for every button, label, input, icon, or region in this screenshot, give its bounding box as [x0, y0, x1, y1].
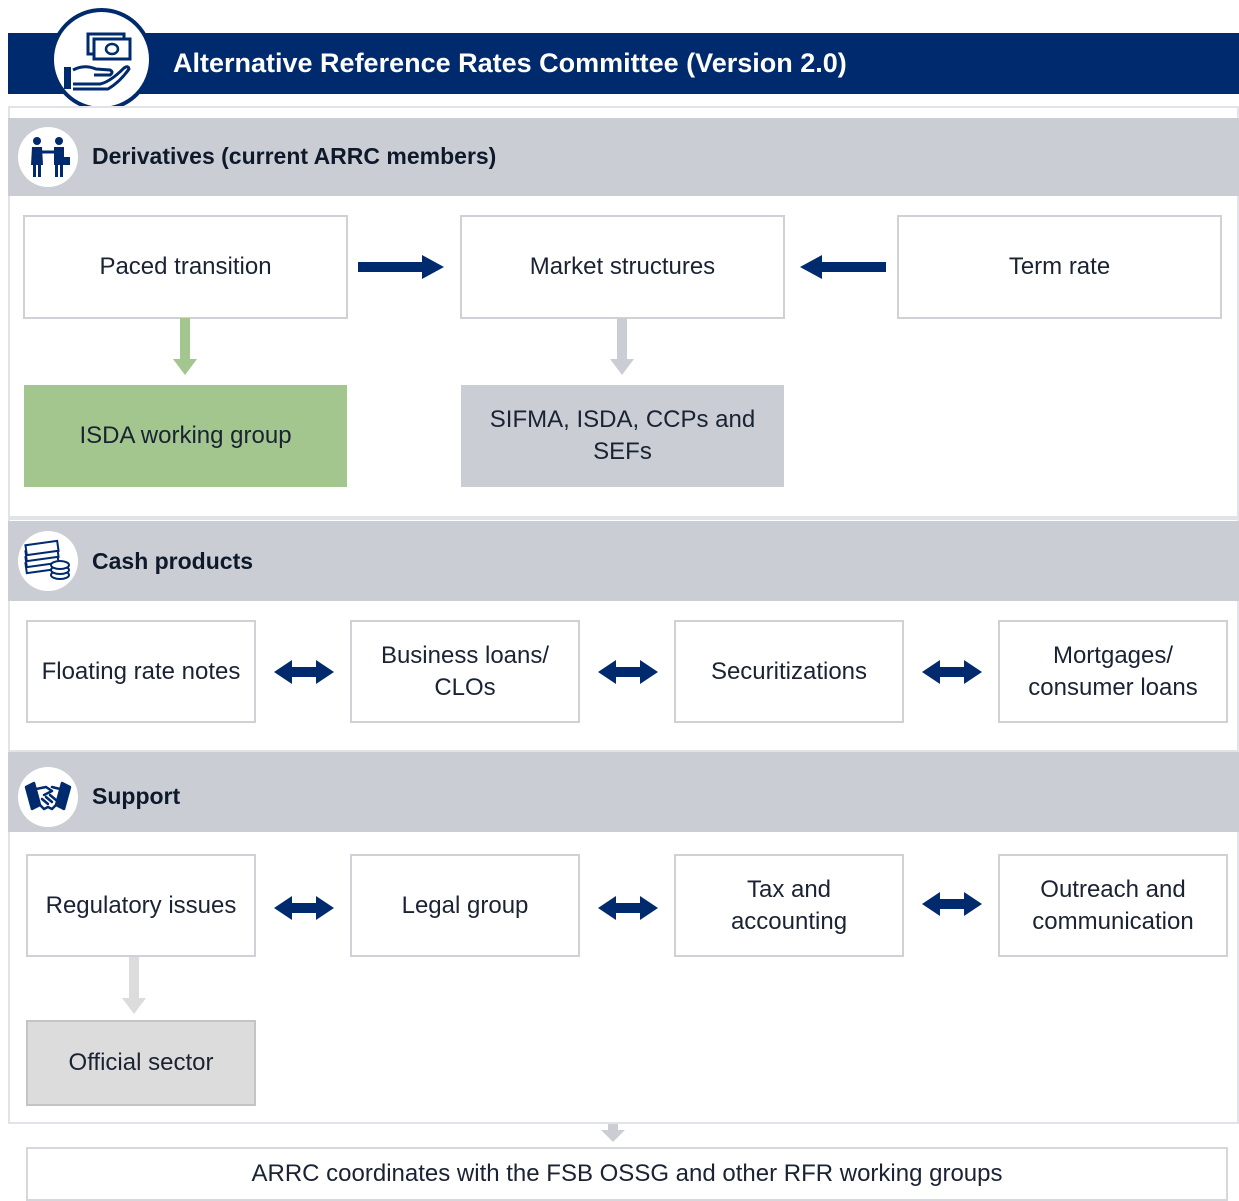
paced-transition-box: Paced transition: [23, 215, 348, 319]
arrow-down-green: [173, 318, 197, 375]
title-badge: [50, 8, 153, 111]
double-arrow: [598, 660, 658, 684]
mortgages-box: Mortgages/ consumer loans: [998, 620, 1228, 723]
regulatory-issues-box: Regulatory issues: [26, 854, 256, 957]
handshake-icon: [24, 781, 72, 811]
derivatives-header: [8, 118, 1239, 196]
cash-stack-icon: [24, 539, 70, 580]
cash-products-title: Cash products: [92, 548, 254, 574]
official-sector-box: Official sector: [26, 1020, 256, 1106]
arrow-right: [358, 255, 444, 279]
outreach-box: Outreach and communication: [998, 854, 1228, 957]
cash-products-badge: [18, 531, 78, 591]
title-bar: [8, 33, 1239, 94]
page-title: Alternative Reference Rates Committee (V…: [173, 48, 847, 78]
securitizations-box: Securitizations: [674, 620, 904, 723]
arrow-down-footer: [601, 1124, 625, 1142]
double-arrow: [274, 660, 334, 684]
footer-box: ARRC coordinates with the FSB OSSG and o…: [26, 1147, 1228, 1201]
double-arrow: [598, 896, 658, 920]
support-header: [8, 752, 1239, 832]
handshake-people-icon: [31, 137, 70, 177]
arrow-left: [800, 255, 886, 279]
double-arrow: [922, 892, 982, 916]
support-title: Support: [92, 783, 181, 809]
double-arrow: [274, 896, 334, 920]
isda-working-group-box: ISDA working group: [24, 385, 347, 487]
arrow-down-light: [122, 957, 146, 1014]
cash-products-header: [8, 521, 1239, 601]
derivatives-badge: [18, 127, 78, 187]
money-hand-icon: [64, 32, 132, 91]
double-arrow: [922, 660, 982, 684]
business-loans-box: Business loans/ CLOs: [350, 620, 580, 723]
derivatives-title: Derivatives (current ARRC members): [92, 143, 497, 169]
market-structures-box: Market structures: [460, 215, 785, 319]
floating-rate-notes-box: Floating rate notes: [26, 620, 256, 723]
arrow-down-grey: [610, 318, 634, 375]
support-badge: [18, 767, 78, 827]
sifma-group-box: SIFMA, ISDA, CCPs and SEFs: [461, 385, 784, 487]
legal-group-box: Legal group: [350, 854, 580, 957]
tax-accounting-box: Tax and accounting: [674, 854, 904, 957]
term-rate-box: Term rate: [897, 215, 1222, 319]
